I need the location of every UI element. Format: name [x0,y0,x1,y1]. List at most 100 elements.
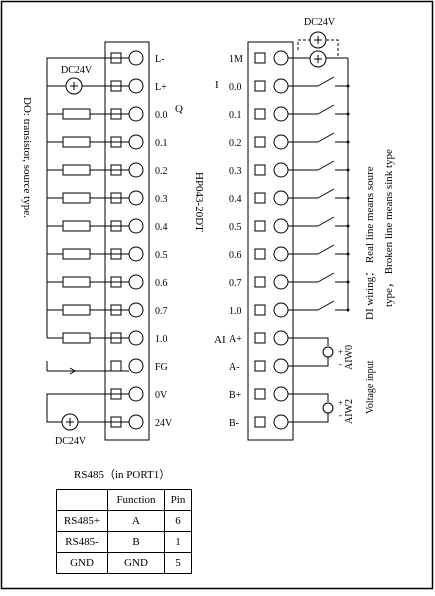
terminal-label-1M: 1M [229,54,243,65]
terminal-screw [128,78,144,94]
terminal-screw [273,162,289,178]
terminal-label-06: 0.6 [229,250,242,261]
di-note-line1: DI wiring： Real line means soure [364,166,376,320]
terminal-screw [273,302,289,318]
terminal-label-10: 1.0 [229,306,242,317]
ai-label: AI [214,334,226,346]
input-switch [317,76,335,87]
terminal-screw [273,386,289,402]
load-resistor [62,136,91,148]
table-cell: 6 [164,510,192,532]
terminal-label-05: 0.5 [155,250,168,261]
junction-dot [346,84,350,88]
module-name: HP043-20DT [193,172,205,232]
terminal-screw [128,330,144,346]
terminal-screw [128,218,144,234]
load-resistor [62,248,91,260]
aiw2-plus: + [338,398,343,408]
terminal-screw [273,134,289,150]
terminal-square [254,416,266,428]
terminal-square [254,276,266,288]
load-resistor [62,304,91,316]
table-row: RS485+ A 6 [56,510,192,532]
terminal-label-02: 0.2 [155,166,168,177]
terminal-label-24V: 24V [155,418,173,429]
terminal-label-0V: 0V [155,390,168,401]
dc24v-left-top: DC24V [61,65,93,76]
table-cell: 1 [164,531,192,553]
terminal-label-10: 1.0 [155,334,168,345]
dc24v-right-top: DC24V [304,17,336,28]
terminal-label-04: 0.4 [155,222,168,233]
table-header-cell: Function [107,489,165,511]
terminal-label-A: A- [229,362,240,373]
junction-dot [346,224,350,228]
i-label: I [215,79,219,91]
terminal-square [254,248,266,260]
input-switch [317,160,335,171]
load-resistor [62,164,91,176]
terminal-screw [128,50,144,66]
junction-dot [346,112,350,116]
table-cell: 5 [164,552,192,574]
terminal-screw [273,190,289,206]
terminal-square [254,136,266,148]
left-terminal-block [104,41,150,441]
output-common-bus [46,57,129,338]
terminal-square [110,360,122,372]
q-label: Q [175,103,183,115]
table-row: RS485- B 1 [56,531,192,553]
table-cell: RS485+ [56,510,108,532]
input-switch [317,104,335,115]
analog-wire [288,413,329,423]
input-switch [317,244,335,255]
terminal-screw [273,358,289,374]
analog-source-symbol [322,402,334,414]
table-header-row: Function Pin [56,489,192,511]
analog-wire [288,337,329,346]
load-resistor [62,192,91,204]
table-header-cell: Pin [164,489,192,511]
input-switch [317,216,335,227]
table-cell: RS485- [56,531,108,553]
terminal-label-B: B- [229,418,239,429]
power-wire [46,393,129,423]
terminal-label-04: 0.4 [229,194,242,205]
terminal-label-02: 0.2 [229,138,242,149]
junction-dot [346,140,350,144]
input-switch [317,132,335,143]
table-cell: GND [107,552,165,574]
terminal-screw [273,106,289,122]
terminal-square [254,108,266,120]
terminal-label-L: L+ [155,82,167,93]
terminal-square [254,80,266,92]
load-resistor [62,108,91,120]
aiw2-minus: - [339,410,342,420]
terminal-label-06: 0.6 [155,278,168,289]
terminal-square [254,192,266,204]
analog-wire [288,393,329,402]
terminal-screw [128,358,144,374]
aiw0-label: AIW0 [344,345,355,370]
terminal-label-00: 0.0 [229,82,242,93]
terminal-screw [128,386,144,402]
junction-dot [346,168,350,172]
input-switch [317,188,335,199]
terminal-label-FG: FG [155,362,168,373]
load-resistor [62,220,91,232]
terminal-screw [273,78,289,94]
junction-dot [346,196,350,200]
di-note-line2: type， Broken line means sink type [383,149,395,307]
load-resistor [62,332,91,344]
terminal-screw [128,134,144,150]
do-type-note: DO: transistor, source type. [21,97,33,218]
aiw0-minus: - [339,359,342,369]
table-cell: B [107,531,165,553]
table-header-cell [56,489,108,511]
aiw0-plus: + [338,347,343,357]
terminal-label-01: 0.1 [229,110,242,121]
terminal-screw [128,302,144,318]
